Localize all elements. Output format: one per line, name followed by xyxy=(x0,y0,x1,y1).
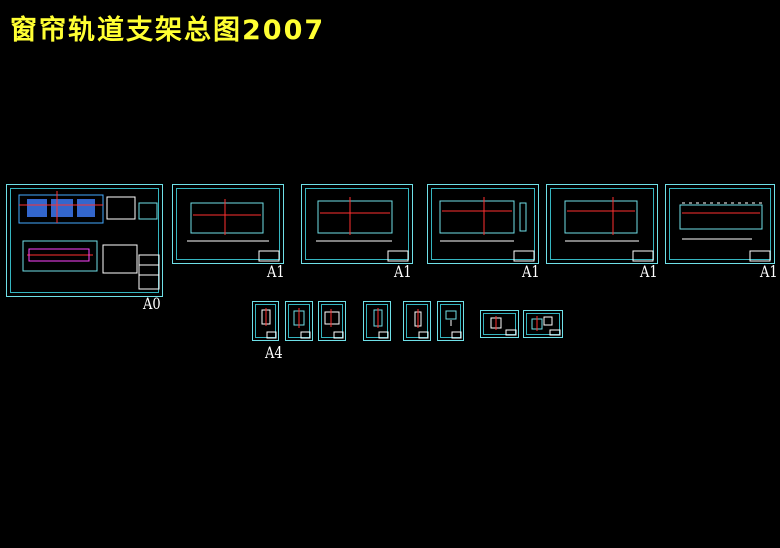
drawing-title: 窗帘轨道支架总图2007 xyxy=(10,15,326,46)
sheet-a1-5-drawing xyxy=(679,202,771,262)
sheet-a0-label: A0 xyxy=(143,295,161,314)
sheet-a1-3[interactable] xyxy=(427,184,539,264)
sheet-a1-1-label: A1 xyxy=(267,263,285,282)
sheet-a1-3-frame xyxy=(431,188,535,260)
sheet-a1-1-frame xyxy=(176,188,280,260)
sheet-a4-2-drawing xyxy=(293,308,311,339)
sheet-a4-3-drawing xyxy=(324,309,344,339)
sheet-a1-2[interactable] xyxy=(301,184,413,264)
sheet-a4-7-drawing xyxy=(490,316,517,336)
sheet-a1-2-label: A1 xyxy=(394,263,412,282)
sheet-a1-3-drawing xyxy=(439,197,535,262)
sheet-a1-4-drawing xyxy=(564,197,654,262)
sheet-a4-7[interactable] xyxy=(480,310,519,338)
sheet-a4-4-drawing xyxy=(373,308,389,339)
sheet-a4-6-drawing xyxy=(445,310,462,339)
sheet-a4-4[interactable] xyxy=(363,301,391,341)
sheet-a4-5[interactable] xyxy=(403,301,431,341)
sheet-a4-8-drawing xyxy=(531,316,561,336)
sheet-a4-1[interactable] xyxy=(252,301,279,341)
sheet-a4-2-frame xyxy=(288,304,310,338)
sheet-a4-6[interactable] xyxy=(437,301,464,341)
sheet-a1-2-frame xyxy=(305,188,409,260)
sheet-a1-5-label: A1 xyxy=(760,263,778,282)
sheet-a4-5-frame xyxy=(406,304,428,338)
sheet-a1-4-frame xyxy=(550,188,654,260)
sheet-a4-2[interactable] xyxy=(285,301,313,341)
sheet-a0-drawing xyxy=(18,191,160,290)
sheet-a1-5[interactable] xyxy=(665,184,775,264)
sheet-a4-5-drawing xyxy=(414,309,429,339)
sheet-a4-6-frame xyxy=(440,304,461,338)
sheet-a1-4[interactable] xyxy=(546,184,658,264)
sheet-a1-3-label: A1 xyxy=(522,263,540,282)
sheet-a4-1-frame xyxy=(255,304,276,338)
sheet-a1-5-frame xyxy=(669,188,771,260)
sheet-a4-label: A4 xyxy=(265,344,283,363)
sheet-a0[interactable] xyxy=(6,184,163,297)
sheet-a4-3[interactable] xyxy=(318,301,346,341)
sheet-a4-3-frame xyxy=(321,304,343,338)
sheet-a4-1-drawing xyxy=(261,308,277,339)
sheet-a0-frame xyxy=(10,188,159,293)
sheet-a4-7-frame xyxy=(483,313,516,335)
sheet-a1-1[interactable] xyxy=(172,184,284,264)
sheet-a4-8-frame xyxy=(526,313,560,335)
sheet-a1-2-drawing xyxy=(316,197,409,262)
sheet-a4-4-frame xyxy=(366,304,388,338)
sheet-a1-1-drawing xyxy=(187,199,280,262)
sheet-a1-4-label: A1 xyxy=(640,263,658,282)
sheet-a4-8[interactable] xyxy=(523,310,563,338)
